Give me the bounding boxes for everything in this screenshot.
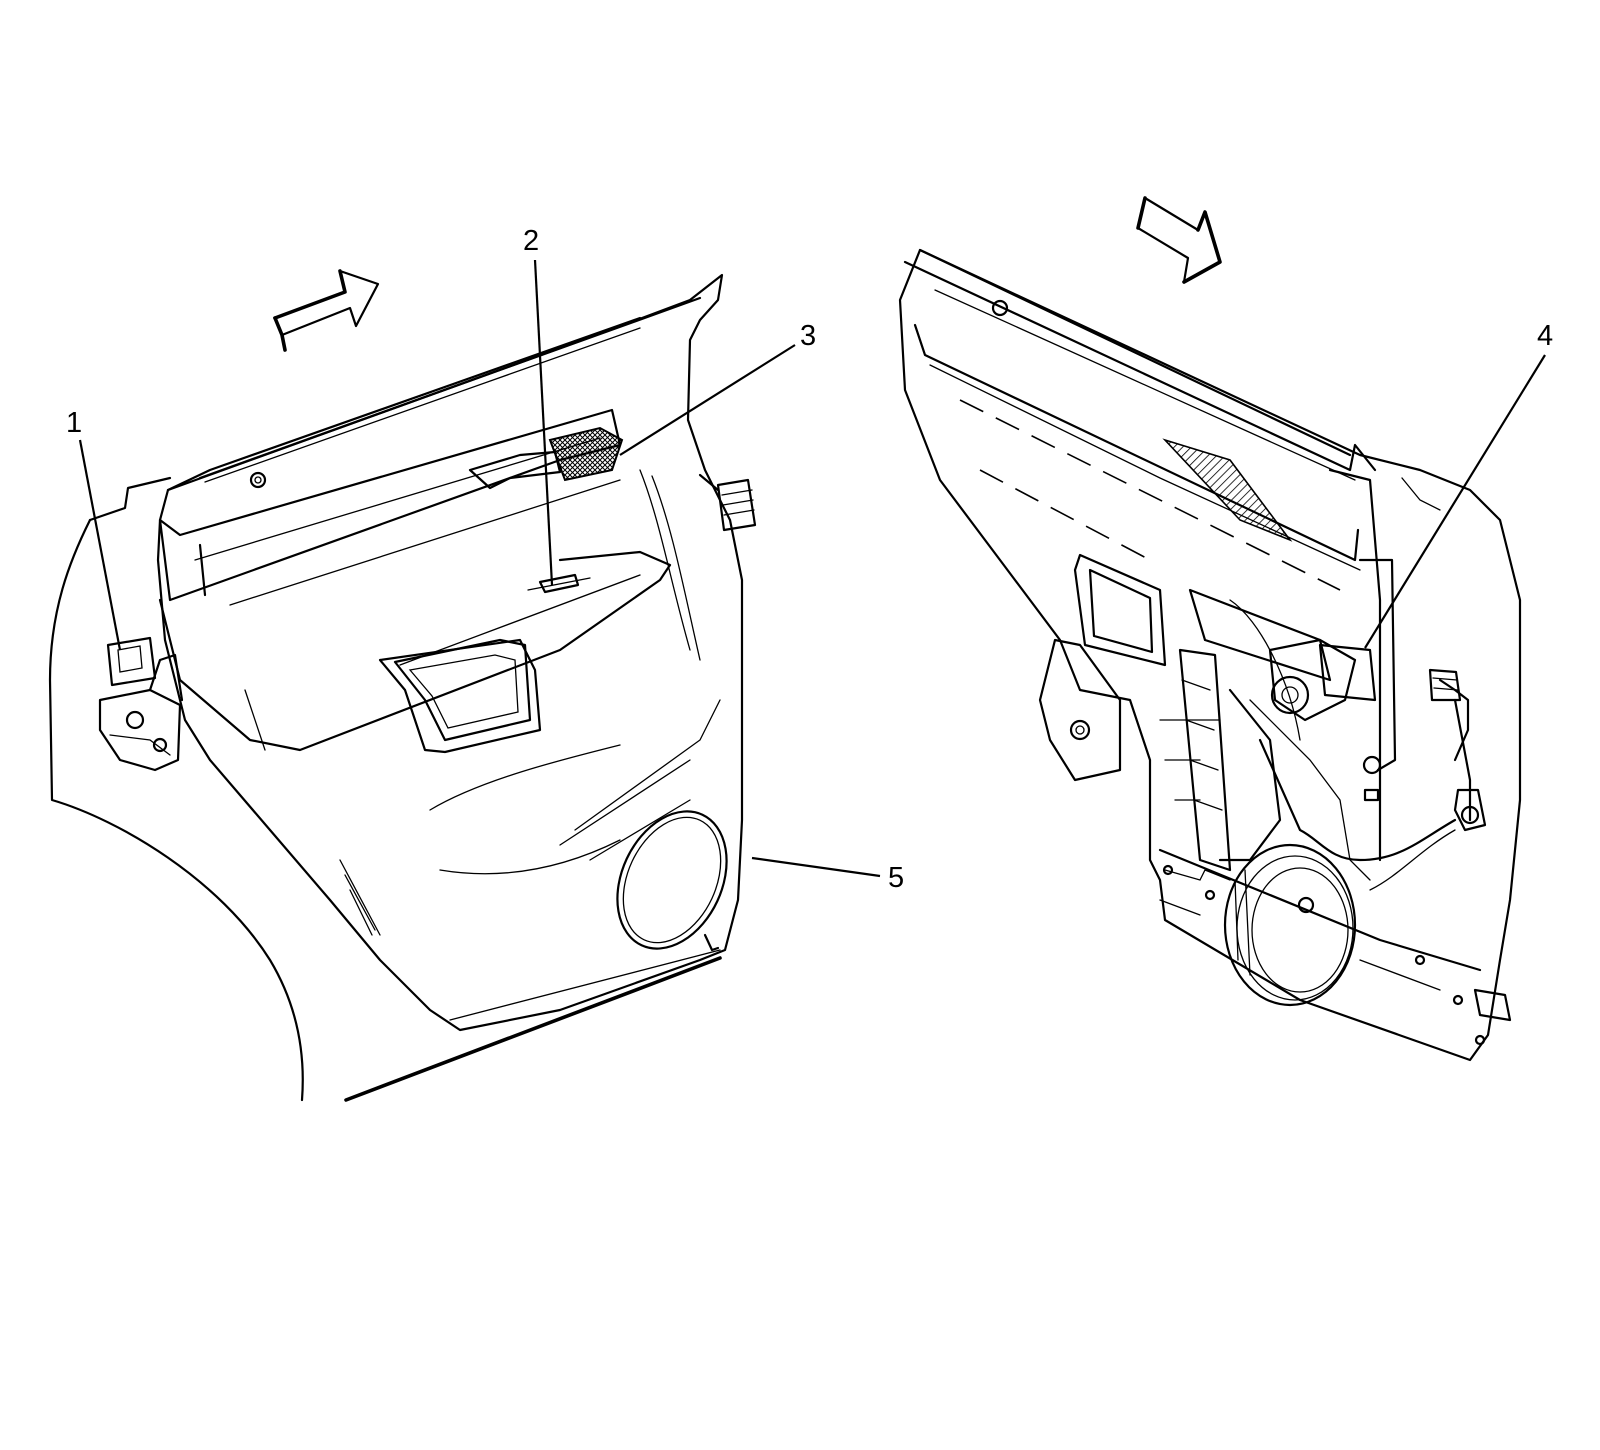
left-trim-panel	[156, 273, 744, 1032]
callout-label: 3	[800, 320, 816, 352]
callout-5: 5	[751, 856, 904, 894]
door-latch	[98, 636, 184, 772]
left-door-handle	[378, 638, 542, 754]
callout-1: 1	[66, 407, 122, 651]
tweeter-grille	[468, 426, 624, 490]
callout-label: 2	[523, 225, 539, 257]
left-door-outer-skin	[48, 518, 304, 1102]
callout-label: 4	[1537, 320, 1553, 352]
callout-2: 2	[523, 225, 554, 586]
right-wire-harness	[1258, 668, 1487, 891]
window-switch	[527, 573, 591, 594]
direction-arrow-right	[1136, 196, 1222, 284]
window-regulator	[1159, 438, 1371, 881]
right-inner-handle	[1038, 553, 1167, 782]
callout-label: 1	[66, 407, 82, 439]
left-door-assembly	[48, 269, 757, 1102]
callout-3: 3	[619, 320, 816, 456]
callout-label: 5	[888, 862, 904, 894]
right-door-assembly	[898, 196, 1522, 1062]
window-motor	[1318, 643, 1382, 802]
callout-4: 4	[1364, 320, 1553, 649]
left-speaker	[616, 810, 728, 952]
direction-arrow-left	[273, 269, 380, 352]
left-harness-connector	[698, 473, 757, 532]
right-speaker	[1223, 843, 1357, 1007]
